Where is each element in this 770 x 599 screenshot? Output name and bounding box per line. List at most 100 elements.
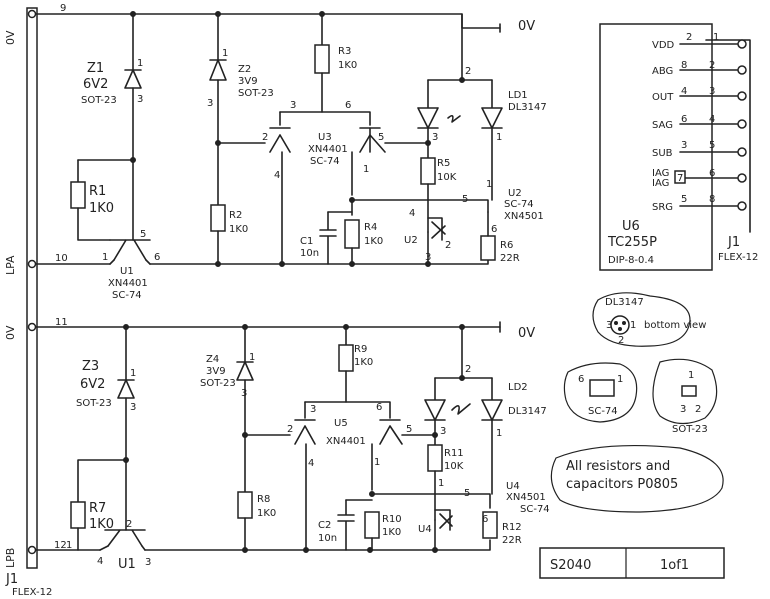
note-bubble: [550, 444, 724, 513]
sc74-label: SC-74: [588, 406, 618, 417]
u6-num-iag: 7: [677, 173, 683, 184]
u2-p6: 6: [491, 224, 497, 235]
u3-p2: 2: [262, 132, 268, 143]
u2-p1: 1: [486, 179, 492, 190]
z1-p3: 3: [137, 94, 143, 105]
dl3147-pin3: 3: [606, 320, 612, 331]
top-circuit-wiring: [35, 11, 503, 267]
u2-p4: 4: [409, 208, 415, 219]
j1-type: FLEX-12: [718, 252, 758, 263]
z1-p1: 1: [137, 58, 143, 69]
j1-num-6: 6: [709, 168, 715, 179]
u1-ref: U1: [120, 266, 134, 277]
r10-value: 1K0: [382, 527, 401, 538]
sc74-pin6: 6: [578, 374, 584, 385]
u2-ref-2: U2: [404, 235, 418, 246]
u6-pkg: DIP-8-0.4: [608, 255, 654, 266]
ground-label-bottom: 0V: [518, 326, 535, 341]
r7-value: 1K0: [89, 517, 114, 532]
ld1-part: DL3147: [508, 102, 547, 113]
u2-part: XN4501: [504, 211, 544, 222]
z4-pkg: SOT-23: [200, 378, 236, 389]
u6-pin-vdd: VDD: [652, 40, 675, 51]
j1-num-3: 3: [709, 86, 715, 97]
connector-ref: J1: [5, 572, 18, 587]
u5-p4: 4: [308, 458, 314, 469]
r5-ref: R5: [437, 158, 450, 169]
u4-ref-2: U4: [418, 524, 432, 535]
r11-ref: R11: [444, 448, 464, 459]
z3-p3: 3: [130, 402, 136, 413]
r12-value: 22R: [502, 535, 522, 546]
r12-ref: R12: [502, 522, 522, 533]
note-text-wrap: All resistors and capacitors P0805: [566, 459, 679, 492]
connector-type: FLEX-12: [12, 587, 52, 598]
u5-p2: 2: [287, 424, 293, 435]
u5-p1: 1: [374, 457, 380, 468]
r1-ref: R1: [89, 184, 106, 199]
u5-p3: 3: [310, 404, 316, 415]
sc74-pin1: 1: [617, 374, 623, 385]
z1-value: 6V2: [83, 77, 108, 92]
u6-pin-out: OUT: [652, 92, 674, 103]
r10-ref: R10: [382, 514, 402, 525]
z3-p1: 1: [130, 368, 136, 379]
z2-p1: 1: [222, 48, 228, 59]
u6-pin-abg: ABG: [652, 66, 673, 77]
package-notes: [563, 292, 718, 425]
u6-num-abg: 8: [681, 60, 687, 71]
ld2-p3: 3: [440, 426, 446, 437]
u4-ref: U4: [506, 481, 520, 492]
u6-ref: U6: [622, 219, 640, 234]
dl3147-pin1: 1: [630, 320, 636, 331]
rail-label-0v-bottom: 0V: [4, 325, 17, 340]
u5-p6: 6: [376, 402, 382, 413]
r6-value: 22R: [500, 253, 520, 264]
u6-pin-sag: SAG: [652, 120, 673, 131]
z2-p3: 3: [207, 98, 213, 109]
z4-p3: 3: [241, 388, 247, 399]
z4-value: 3V9: [206, 366, 226, 377]
dl3147-pin2: 2: [618, 335, 624, 346]
u3-part: XN4401: [308, 144, 348, 155]
u4-p5: 5: [464, 488, 470, 499]
u1-pkg: SC-74: [112, 290, 142, 301]
u6-num-out: 4: [681, 86, 687, 97]
ld1-p1: 1: [496, 132, 502, 143]
r6-ref: R6: [500, 240, 513, 251]
u6-num-sag: 6: [681, 114, 687, 125]
pin-9: 9: [60, 3, 66, 14]
rail-label-lpb: LPB: [4, 548, 17, 568]
rail-label-0v-top: 0V: [4, 30, 17, 45]
sot23-pin2: 2: [695, 404, 701, 415]
u1b-ref: U1: [118, 557, 136, 572]
j1-ref: J1: [727, 235, 740, 250]
u4-pkg: SC-74: [520, 504, 550, 515]
bottom-circuit-wiring: [35, 321, 503, 553]
z2-pkg: SOT-23: [238, 88, 274, 99]
r1-value: 1K0: [89, 201, 114, 216]
u4-p6: 6: [482, 514, 488, 525]
u3-p4: 4: [274, 170, 280, 181]
r4-ref: R4: [364, 222, 377, 233]
note-text: All resistors and capacitors P0805: [566, 459, 679, 492]
r7-ref: R7: [89, 501, 106, 516]
j1-num-2: 2: [709, 60, 715, 71]
pin-10: 10: [55, 253, 68, 264]
r3-ref: R3: [338, 46, 351, 57]
u4-p1: 1: [438, 478, 444, 489]
u2-p3: 3: [425, 252, 431, 263]
ld2-part: DL3147: [508, 406, 547, 417]
u2-ref: U2: [508, 188, 522, 199]
u6-pin-iag-2: IAG: [652, 178, 669, 189]
ld2-p2: 2: [465, 364, 471, 375]
u6-num-sub: 3: [681, 140, 687, 151]
j1-num-4: 4: [709, 114, 715, 125]
ground-label-top: 0V: [518, 19, 535, 34]
c1-ref: C1: [300, 236, 313, 247]
u1-p5: 5: [140, 229, 146, 240]
u6-pin-srg: SRG: [652, 202, 673, 213]
r3-value: 1K0: [338, 60, 357, 71]
u3-p5: 5: [378, 132, 384, 143]
dl3147-view: bottom view: [644, 320, 706, 331]
